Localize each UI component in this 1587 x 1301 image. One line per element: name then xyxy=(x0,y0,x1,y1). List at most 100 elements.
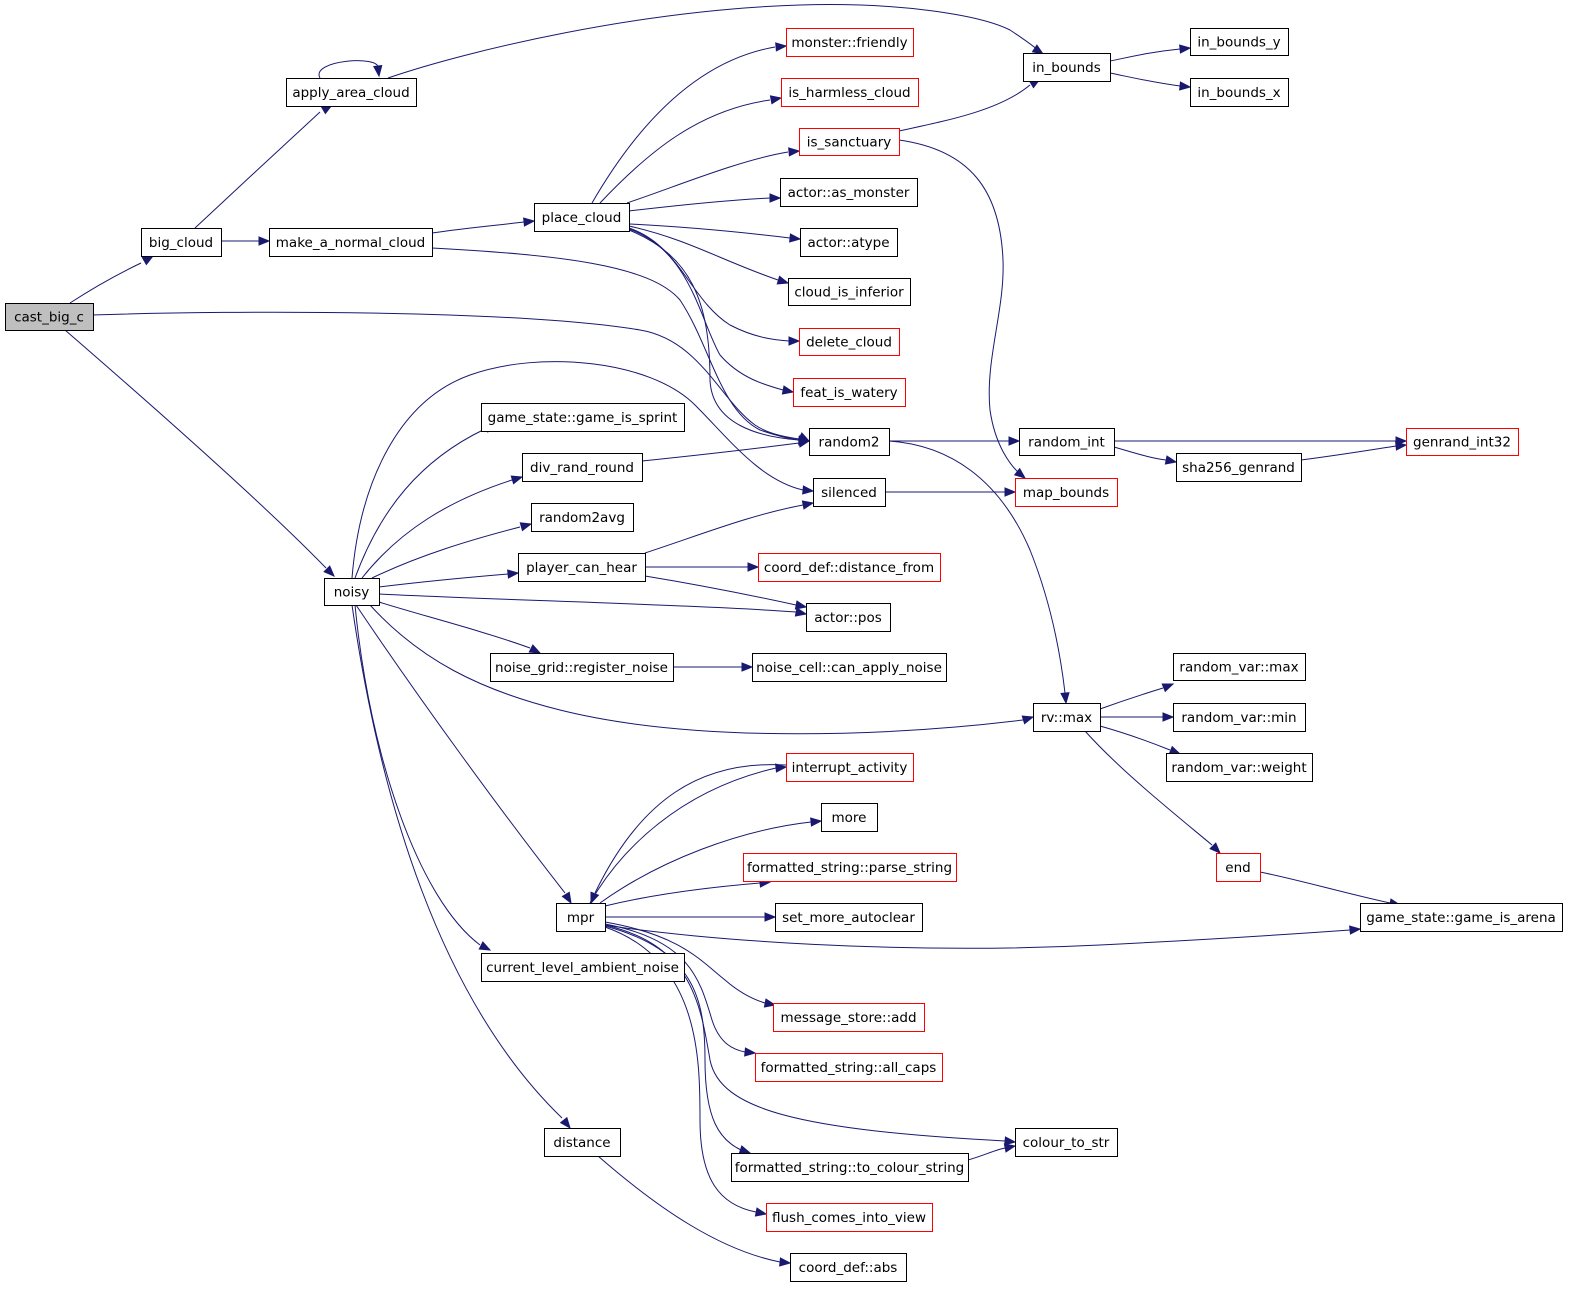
node-box[interactable] xyxy=(809,428,890,456)
node-apply-area-cloud[interactable]: apply_area_cloud xyxy=(286,78,417,107)
node-sha256-genrand[interactable]: sha256_genrand xyxy=(1176,453,1302,482)
node-flush-comes-into-view[interactable]: flush_comes_into_view xyxy=(766,1203,933,1232)
node-box[interactable] xyxy=(1190,78,1289,107)
node-game-is-sprint[interactable]: game_state::game_is_sprint xyxy=(481,403,685,432)
node-feat-is-watery[interactable]: feat_is_watery xyxy=(793,378,906,407)
node-box[interactable] xyxy=(1015,478,1118,507)
node-box[interactable] xyxy=(786,753,914,782)
node-box[interactable] xyxy=(324,578,380,606)
node-box[interactable] xyxy=(758,553,941,582)
node-box[interactable] xyxy=(821,803,878,832)
node-actor-atype[interactable]: actor::atype xyxy=(800,228,898,257)
node-is-harmless-cloud[interactable]: is_harmless_cloud xyxy=(781,78,919,107)
node-is-sanctuary[interactable]: is_sanctuary xyxy=(799,128,900,156)
node-box[interactable] xyxy=(1216,853,1261,882)
node-box[interactable] xyxy=(544,1128,621,1157)
node-box[interactable] xyxy=(286,78,417,107)
node-genrand-int32[interactable]: genrand_int32 xyxy=(1406,428,1519,456)
node-cast-big-c[interactable]: cast_big_c xyxy=(5,303,94,331)
node-box[interactable] xyxy=(1023,53,1111,82)
node-div-rand-round[interactable]: div_rand_round xyxy=(522,453,643,482)
node-box[interactable] xyxy=(786,28,914,57)
node-box[interactable] xyxy=(813,478,886,507)
node-box[interactable] xyxy=(1166,753,1313,782)
node-big-cloud[interactable]: big_cloud xyxy=(141,228,222,257)
node-box[interactable] xyxy=(1015,1128,1118,1157)
node-box[interactable] xyxy=(534,203,630,232)
node-box[interactable] xyxy=(481,403,685,432)
node-box[interactable] xyxy=(755,1053,943,1082)
node-in-bounds-x[interactable]: in_bounds_x xyxy=(1190,78,1289,107)
node-interrupt-activity[interactable]: interrupt_activity xyxy=(786,753,914,782)
node-place-cloud[interactable]: place_cloud xyxy=(534,203,630,232)
node-more[interactable]: more xyxy=(821,803,878,832)
node-box[interactable] xyxy=(531,503,634,532)
node-parse-string[interactable]: formatted_string::parse_string xyxy=(743,853,957,882)
node-box[interactable] xyxy=(269,228,433,257)
node-box[interactable] xyxy=(481,953,685,982)
node-end[interactable]: end xyxy=(1216,853,1261,882)
node-noisy[interactable]: noisy xyxy=(324,578,380,606)
node-in-bounds-y[interactable]: in_bounds_y xyxy=(1190,28,1289,56)
node-player-can-hear[interactable]: player_can_hear xyxy=(518,553,646,582)
node-random2avg[interactable]: random2avg xyxy=(531,503,634,532)
node-in-bounds[interactable]: in_bounds xyxy=(1023,53,1111,82)
node-box[interactable] xyxy=(5,303,94,331)
node-box[interactable] xyxy=(1360,903,1563,932)
node-box[interactable] xyxy=(1173,703,1306,732)
node-box[interactable] xyxy=(522,453,643,482)
node-random-var-max[interactable]: random_var::max xyxy=(1173,653,1306,681)
node-box[interactable] xyxy=(790,1253,907,1282)
node-box[interactable] xyxy=(743,853,957,882)
node-box[interactable] xyxy=(1033,703,1101,732)
node-register-noise[interactable]: noise_grid::register_noise xyxy=(490,653,674,682)
node-box[interactable] xyxy=(800,228,898,257)
node-box[interactable] xyxy=(1173,653,1306,681)
node-box[interactable] xyxy=(1176,453,1302,482)
node-box[interactable] xyxy=(788,278,911,306)
node-colour-to-str[interactable]: colour_to_str xyxy=(1015,1128,1118,1157)
node-box[interactable] xyxy=(799,328,900,356)
node-random-int[interactable]: random_int xyxy=(1019,428,1115,456)
node-make-a-normal-cloud[interactable]: make_a_normal_cloud xyxy=(269,228,433,257)
node-box[interactable] xyxy=(799,128,900,156)
node-random2[interactable]: random2 xyxy=(809,428,890,456)
node-to-colour-string[interactable]: formatted_string::to_colour_string xyxy=(731,1153,969,1182)
node-box[interactable] xyxy=(518,553,646,582)
node-box[interactable] xyxy=(490,653,674,682)
node-set-more-autoclear[interactable]: set_more_autoclear xyxy=(775,903,923,932)
node-box[interactable] xyxy=(781,78,919,107)
node-box[interactable] xyxy=(1190,28,1289,56)
node-actor-as-monster[interactable]: actor::as_monster xyxy=(780,178,918,207)
node-box[interactable] xyxy=(766,1203,933,1232)
node-box[interactable] xyxy=(775,903,923,932)
node-box[interactable] xyxy=(780,178,918,207)
node-mpr[interactable]: mpr xyxy=(556,903,606,932)
node-random-var-min[interactable]: random_var::min xyxy=(1173,703,1306,732)
node-game-is-arena[interactable]: game_state::game_is_arena xyxy=(1360,903,1563,932)
node-box[interactable] xyxy=(731,1153,969,1182)
node-box[interactable] xyxy=(793,378,906,407)
node-box[interactable] xyxy=(773,1003,925,1032)
node-silenced[interactable]: silenced xyxy=(813,478,886,507)
node-cloud-is-inferior[interactable]: cloud_is_inferior xyxy=(788,278,911,306)
node-all-caps[interactable]: formatted_string::all_caps xyxy=(755,1053,943,1082)
node-map-bounds[interactable]: map_bounds xyxy=(1015,478,1118,507)
node-box[interactable] xyxy=(752,653,947,682)
node-random-var-weight[interactable]: random_var::weight xyxy=(1166,753,1313,782)
node-actor-pos[interactable]: actor::pos xyxy=(806,603,891,632)
node-message-store-add[interactable]: message_store::add xyxy=(773,1003,925,1032)
node-can-apply-noise[interactable]: noise_cell::can_apply_noise xyxy=(752,653,947,682)
node-box[interactable] xyxy=(806,603,891,632)
node-coord-def-abs[interactable]: coord_def::abs xyxy=(790,1253,907,1282)
node-distance-from[interactable]: coord_def::distance_from xyxy=(758,553,941,582)
node-box[interactable] xyxy=(1019,428,1115,456)
node-box[interactable] xyxy=(141,228,222,257)
node-distance[interactable]: distance xyxy=(544,1128,621,1157)
node-monster-friendly[interactable]: monster::friendly xyxy=(786,28,914,57)
node-delete-cloud[interactable]: delete_cloud xyxy=(799,328,900,356)
node-rv-max[interactable]: rv::max xyxy=(1033,703,1101,732)
node-box[interactable] xyxy=(1406,428,1519,456)
node-current-level-ambient-noise[interactable]: current_level_ambient_noise xyxy=(481,953,685,982)
node-box[interactable] xyxy=(556,903,606,932)
